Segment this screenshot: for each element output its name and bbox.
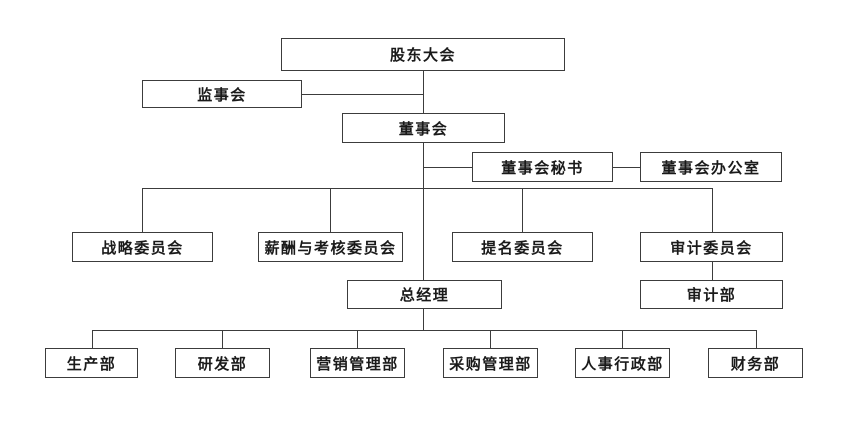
connector-drop-procurement	[490, 330, 491, 348]
node-general-manager: 总经理	[347, 280, 502, 309]
connector-secretary-to-office	[613, 167, 640, 168]
connector-drop-compensation	[330, 188, 331, 232]
node-board-office: 董事会办公室	[640, 152, 782, 182]
connector-committee-bus	[142, 188, 712, 189]
connector-shareholders-to-board	[423, 71, 424, 113]
connector-drop-nomination	[522, 188, 523, 232]
node-rd-department: 研发部	[175, 348, 270, 378]
connector-supervisory-to-axis	[302, 94, 423, 95]
connector-gm-to-department-bus	[423, 309, 424, 330]
node-compensation-assessment-committee: 薪酬与考核委员会	[258, 232, 403, 262]
connector-drop-rd	[222, 330, 223, 348]
node-strategy-committee: 战略委员会	[72, 232, 213, 262]
connector-drop-strategy	[142, 188, 143, 232]
node-board-of-directors: 董事会	[342, 113, 505, 143]
node-marketing-management-department: 营销管理部	[310, 348, 405, 378]
connector-drop-audit-committee	[712, 188, 713, 232]
node-audit-committee: 审计委员会	[640, 232, 783, 262]
connector-board-to-general-manager	[423, 143, 424, 280]
node-procurement-management-department: 采购管理部	[443, 348, 538, 378]
connector-department-bus	[92, 330, 756, 331]
node-shareholders-meeting: 股东大会	[281, 38, 565, 71]
node-supervisory-board: 监事会	[142, 80, 302, 108]
connector-axis-to-secretary	[423, 167, 472, 168]
node-nomination-committee: 提名委员会	[452, 232, 593, 262]
connector-drop-hr-admin	[622, 330, 623, 348]
node-audit-department: 审计部	[640, 280, 783, 309]
connector-drop-marketing	[357, 330, 358, 348]
connector-drop-production	[92, 330, 93, 348]
connector-auditcom-to-auditdept	[712, 262, 713, 280]
connector-drop-finance	[756, 330, 757, 348]
node-finance-department: 财务部	[708, 348, 803, 378]
node-board-secretary: 董事会秘书	[472, 152, 613, 182]
node-production-department: 生产部	[45, 348, 138, 378]
node-hr-admin-department: 人事行政部	[575, 348, 670, 378]
